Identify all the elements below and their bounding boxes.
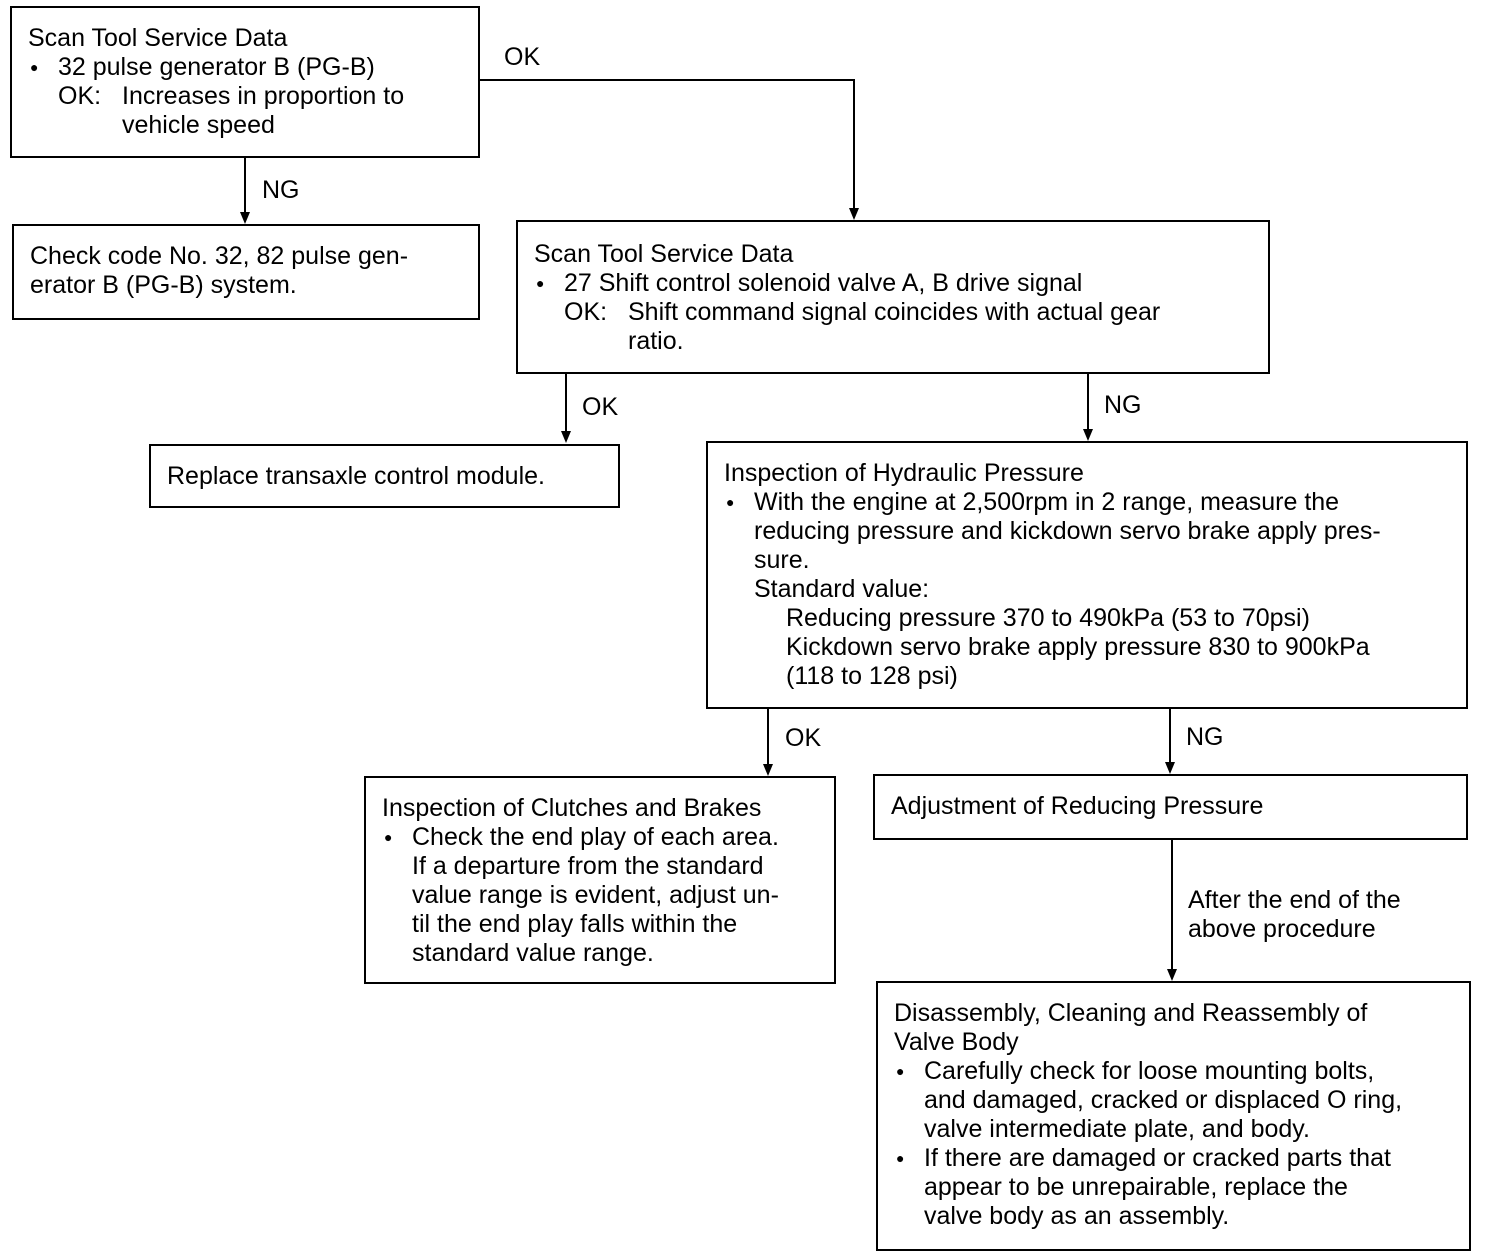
box-text: erator B (PG-B) system. <box>30 271 297 299</box>
after-procedure-label: After the end of the above procedure <box>1188 886 1401 943</box>
ok-label: OK <box>582 393 619 421</box>
check-item-cont: standard value range. <box>412 939 654 967</box>
bullet-icon: ● <box>30 59 39 75</box>
check-item-cont: sure. <box>754 546 810 574</box>
arrowhead-box3 <box>849 208 859 220</box>
scan-tool-shift-solenoid-box: Scan Tool Service Data ● 27 Shift contro… <box>516 220 1270 374</box>
arrowhead-box6 <box>763 764 773 776</box>
box-title: Inspection of Hydraulic Pressure <box>724 459 1084 487</box>
check-item: ● Carefully check for loose mounting bol… <box>896 1057 1375 1085</box>
check-item: ● If there are damaged or cracked parts … <box>896 1144 1391 1172</box>
ok-label: OK <box>785 724 822 752</box>
arrowhead-box4 <box>561 431 571 443</box>
box-text: Check code No. 32, 82 pulse gen- <box>30 242 409 270</box>
ok-text: Shift command signal coincides with actu… <box>628 298 1161 326</box>
arrowhead-box5 <box>1083 429 1093 441</box>
standard-value: (118 to 128 psi) <box>786 662 958 690</box>
arrowhead-box2 <box>240 212 250 224</box>
check-item: ● Check the end play of each area. <box>384 823 779 851</box>
standard-value: Reducing pressure 370 to 490kPa (53 to 7… <box>786 604 1310 632</box>
ok-criteria: OK: Increases in proportion to vehicle s… <box>28 82 460 140</box>
bullet-icon: ● <box>896 1150 905 1166</box>
ok-text: Increases in proportion to <box>122 82 405 110</box>
clutches-brakes-box: Inspection of Clutches and Brakes ● Chec… <box>364 776 836 984</box>
arrowhead-box8 <box>1167 969 1177 981</box>
check-item-cont: value range is evident, adjust un- <box>412 881 779 909</box>
replace-tcm-box: Replace transaxle control module. <box>149 444 620 508</box>
check-item: ● 27 Shift control solenoid valve A, B d… <box>536 269 1083 297</box>
ng-label: NG <box>262 176 300 204</box>
box-title: Scan Tool Service Data <box>28 24 288 52</box>
arrowhead-box7 <box>1165 762 1175 774</box>
box-title: Inspection of Clutches and Brakes <box>382 794 762 822</box>
check-item-cont: reducing pressure and kickdown servo bra… <box>754 517 1381 545</box>
ok-text: ratio. <box>628 327 684 355</box>
check-item-cont: and damaged, cracked or displaced O ring… <box>924 1086 1403 1114</box>
check-item-cont: If a departure from the standard <box>412 852 764 880</box>
standard-value: Kickdown servo brake apply pressure 830 … <box>786 633 1370 661</box>
scan-tool-pgb-box: Scan Tool Service Data ● 32 pulse genera… <box>10 6 480 158</box>
bullet-icon: ● <box>536 275 545 291</box>
check-code-box: Check code No. 32, 82 pulse gen- erator … <box>12 224 480 320</box>
standard-value-label: Standard value: <box>754 575 930 603</box>
ok-key: OK: <box>564 298 608 326</box>
bullet-icon: ● <box>384 829 393 845</box>
ok-key: OK: <box>58 82 102 110</box>
box-title: Disassembly, Cleaning and Reassembly of <box>894 999 1368 1027</box>
ok-text: vehicle speed <box>122 111 275 139</box>
check-item: ● 32 pulse generator B (PG-B) <box>30 53 375 81</box>
box-text: Adjustment of Reducing Pressure <box>891 792 1264 820</box>
adjust-reducing-pressure-box: Adjustment of Reducing Pressure <box>873 774 1468 840</box>
ok-label: OK <box>504 43 541 71</box>
bullet-icon: ● <box>896 1063 905 1079</box>
box-title: Scan Tool Service Data <box>534 240 794 268</box>
ok-criteria: OK: Shift command signal coincides with … <box>534 298 1250 356</box>
check-item: ● With the engine at 2,500rpm in 2 range… <box>726 488 1340 516</box>
check-item-cont: valve body as an assembly. <box>924 1202 1230 1230</box>
hydraulic-pressure-box: Inspection of Hydraulic Pressure ● With … <box>706 441 1468 709</box>
box-text: Replace transaxle control module. <box>167 462 545 490</box>
connector-box1-ok <box>480 79 855 210</box>
ng-label: NG <box>1104 391 1142 419</box>
check-item-cont: til the end play falls within the <box>412 910 738 938</box>
check-item-cont: appear to be unrepairable, replace the <box>924 1173 1348 1201</box>
valve-body-box: Disassembly, Cleaning and Reassembly of … <box>876 981 1471 1251</box>
box-title: Valve Body <box>894 1028 1019 1056</box>
ng-label: NG <box>1186 723 1224 751</box>
check-item-cont: valve intermediate plate, and body. <box>924 1115 1310 1143</box>
bullet-icon: ● <box>726 494 735 510</box>
